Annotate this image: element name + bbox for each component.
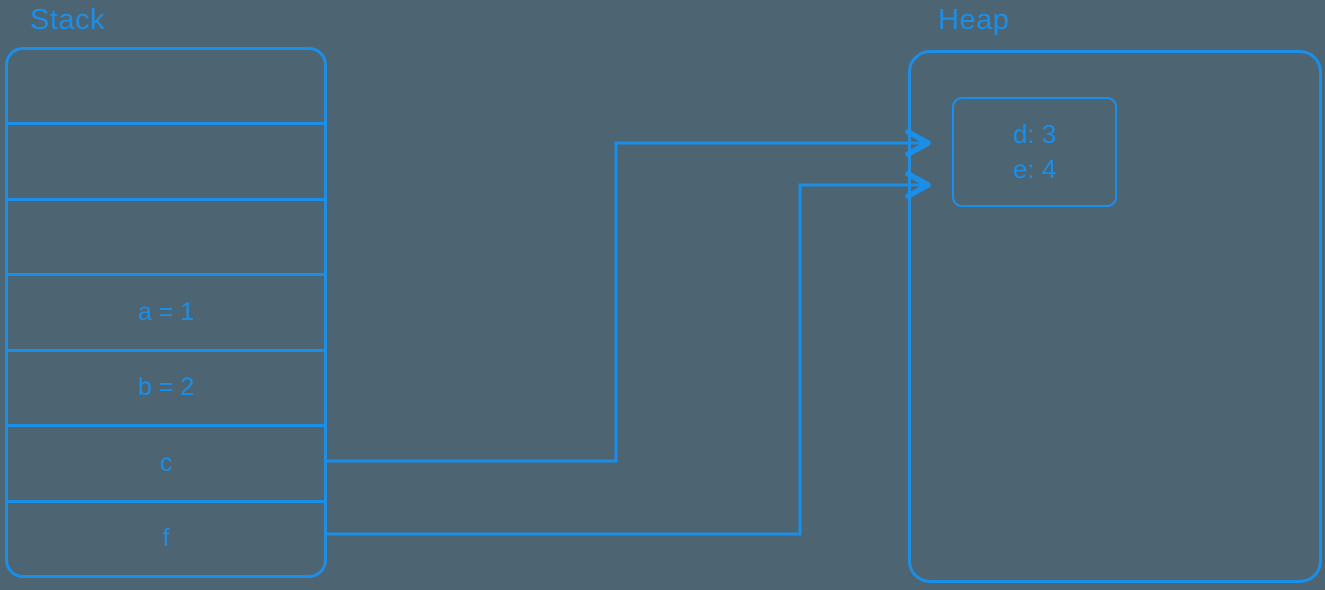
heap-object: d: 3 e: 4 [952,97,1117,207]
stack-row-label: b = 2 [137,373,195,402]
stack-row-b: b = 2 [8,348,324,424]
stack-row-label: a = 1 [137,297,195,326]
stack-row-label: c [159,448,173,477]
stack-row-c: c [8,424,324,499]
arrow-c-to-heap [327,143,928,463]
arrow-f-to-heap [327,185,928,536]
stack-row-empty-2 [8,122,324,197]
stack-row-empty-1 [8,50,324,122]
heap-object-line-e: e: 4 [1012,154,1057,184]
stack-row-empty-3 [8,197,324,273]
stack-row-a: a = 1 [8,273,324,348]
stack-row-f: f [8,499,324,575]
stack-title: Stack [30,4,106,36]
stack-box: a = 1 b = 2 c f [5,47,327,578]
heap-object-line-d: d: 3 [1012,119,1057,149]
heap-title: Heap [938,4,1010,36]
stack-row-label: f [162,524,170,553]
